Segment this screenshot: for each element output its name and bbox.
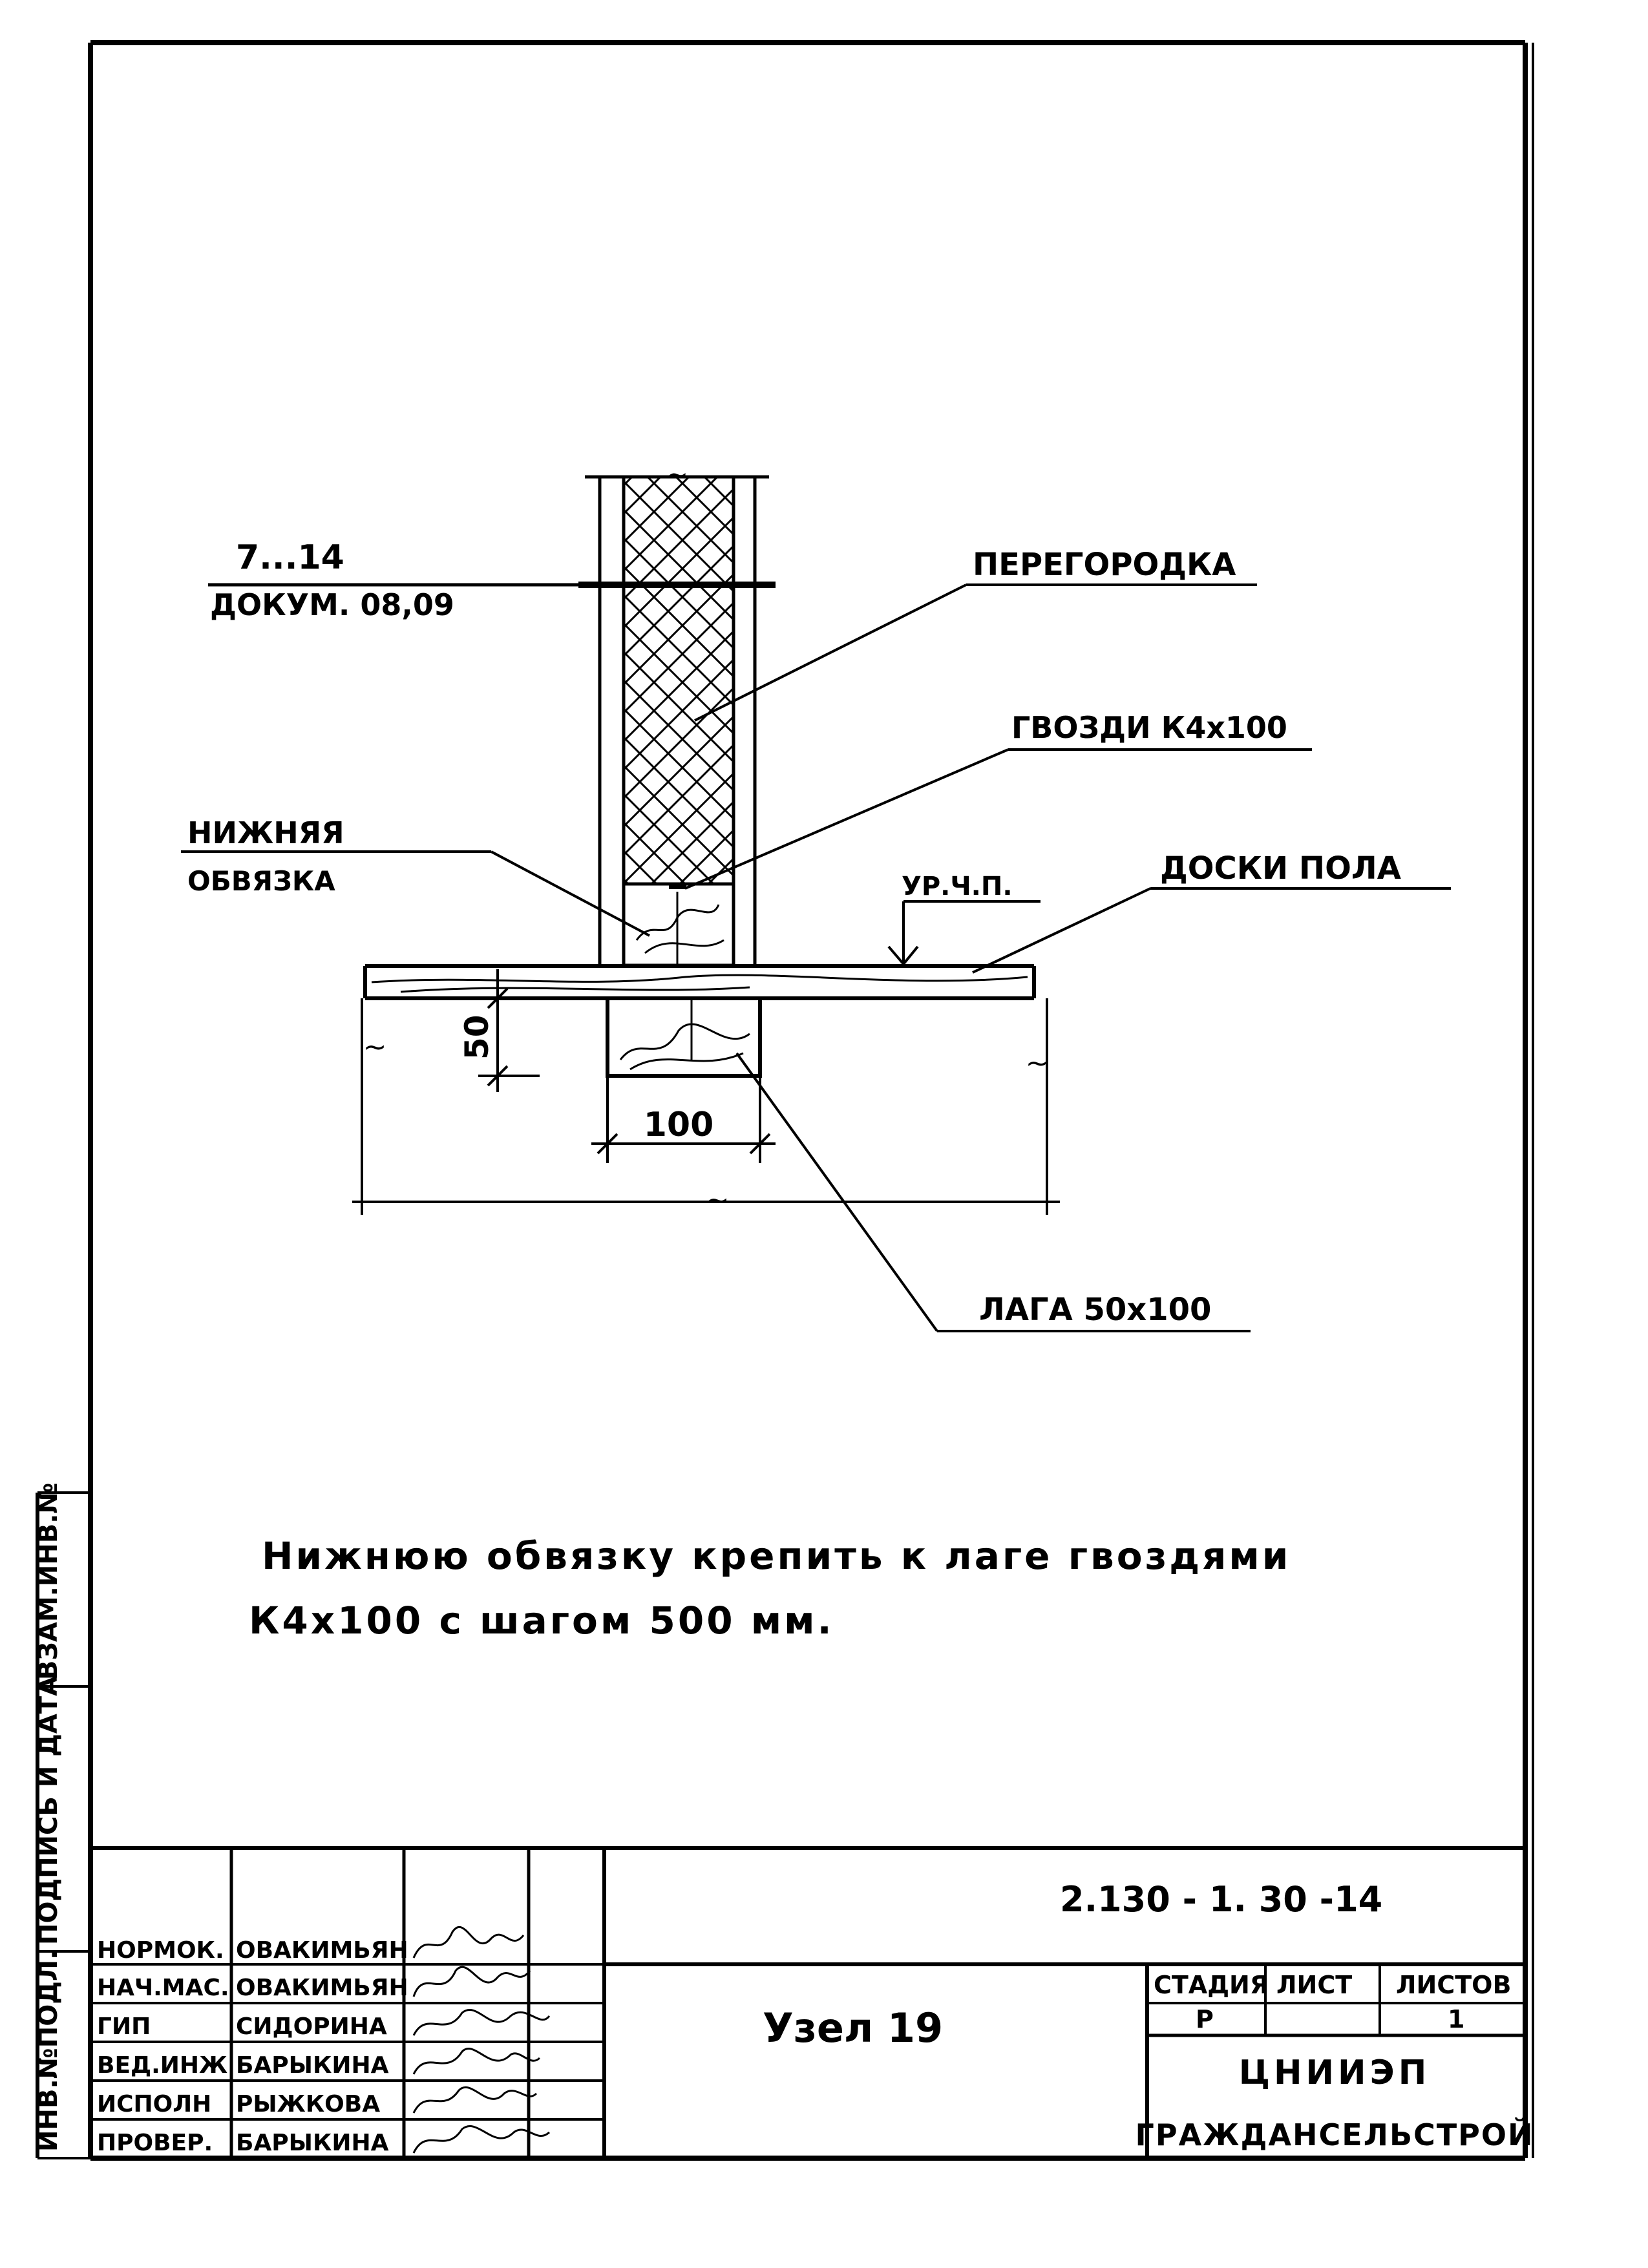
staff-role: ИСПОЛН <box>97 2091 211 2117</box>
joist-label: ЛАГА 50х100 <box>979 1292 1211 1328</box>
staff-role: НОРМОК. <box>97 1937 224 1964</box>
floor-boards-leader <box>972 887 1451 974</box>
joist-grain <box>619 1000 750 1071</box>
organisation-line-1: ЦНИИЭП <box>1239 2053 1430 2092</box>
sheet-title: Узел 19 <box>763 2004 943 2052</box>
signature <box>412 2125 551 2154</box>
signature <box>412 2086 538 2114</box>
joist <box>606 996 762 1078</box>
partition-leader <box>694 583 1257 722</box>
staff-name: БАРЫКИНА <box>236 2130 389 2156</box>
floor-level-label: УР.Ч.П. <box>902 872 1013 901</box>
joist-width-dimension <box>591 1076 776 1163</box>
ref-range-label: 7...14 <box>236 538 344 577</box>
bottom-plate <box>622 882 735 967</box>
side-stamp-inv-no: ИНВ.№ПОДЛ. <box>34 1950 63 2152</box>
note-line-1: Нижнюю обвязку крепить к лаге гвоздями <box>262 1534 1291 1578</box>
signature <box>412 1926 525 1958</box>
bottom-plate-leader <box>181 850 650 937</box>
partition-insulation <box>622 475 735 886</box>
floor-boards-grain <box>371 974 1028 993</box>
staff-role: НАЧ.МАС. <box>97 1975 229 2001</box>
staff-role: ПРОВЕР. <box>97 2130 213 2156</box>
nails-label: ГВОЗДИ К4х100 <box>1011 710 1287 745</box>
overall-dimension-break-mark: ~ <box>706 1184 730 1217</box>
board-thickness-value: 50 <box>458 1014 496 1060</box>
signatures <box>412 1926 551 2154</box>
ref-docs-label: ДОКУМ. 08,09 <box>210 587 454 622</box>
staff-role: ГИП <box>97 2013 151 2040</box>
staff-role: ВЕД.ИНЖ <box>97 2052 227 2079</box>
side-stamp <box>36 1491 90 2159</box>
partition-label: ПЕРЕГОРОДКА <box>973 547 1236 583</box>
sheet-header: ЛИСТ <box>1276 1971 1352 1999</box>
floor-boards <box>363 964 1036 1000</box>
title-block-grid <box>90 1846 1525 2158</box>
document-code: 2.130 - 1. 30 -14 <box>1060 1879 1382 1920</box>
signature <box>412 1966 531 1997</box>
staff-name: БАРЫКИНА <box>236 2052 389 2079</box>
staff-rows: НОРМОК. ОВАКИМЬЯН НАЧ.МАС. ОВАКИМЬЯН ГИП… <box>97 1937 408 2156</box>
sheets-value: 1 <box>1448 2005 1464 2033</box>
floor-right-break-mark: ~ <box>1026 1047 1050 1080</box>
bottom-plate-label-line2: ОБВЯЗКА <box>187 865 335 897</box>
floor-boards-label: ДОСКИ ПОЛА <box>1160 850 1401 887</box>
organisation-line-2: ГРАЖДАНСЕЛЬСТРОЙ <box>1136 2117 1534 2152</box>
floor-left-break-mark: ~ <box>363 1031 387 1064</box>
detail-drawing: ~ ~ ~ ~ <box>181 460 1451 1332</box>
note-line-2: К4х100 с шагом 500 мм. <box>249 1599 834 1643</box>
stage-header: СТАДИЯ <box>1154 1971 1269 1999</box>
joist-leader <box>735 1052 1251 1332</box>
side-stamp-sign-date: ПОДПИСЬ И ДАТА <box>34 1676 63 1945</box>
signature <box>412 2048 541 2075</box>
signature <box>412 2009 551 2036</box>
joist-width-value: 100 <box>644 1106 714 1144</box>
side-stamp-replaces-inv: ВЗАМ.ИНВ.№ <box>34 1482 63 1680</box>
staff-name: РЫЖКОВА <box>236 2091 380 2117</box>
sheets-header: ЛИСТОВ <box>1396 1971 1511 1999</box>
floor-level-marker <box>887 900 1041 965</box>
bottom-plate-grain <box>635 892 724 966</box>
bottom-plate-label-line1: НИЖНЯЯ <box>187 815 344 850</box>
board-thickness-dimension <box>478 969 540 1092</box>
staff-name: ОВАКИМЬЯН <box>236 1937 408 1964</box>
sheet-frame <box>88 40 1534 2161</box>
staff-name: СИДОРИНА <box>236 2013 387 2040</box>
nails-leader <box>684 748 1312 890</box>
stage-value: Р <box>1196 2005 1214 2033</box>
staff-name: ОВАКИМЬЯН <box>236 1975 408 2001</box>
overall-dimension <box>352 998 1060 1215</box>
